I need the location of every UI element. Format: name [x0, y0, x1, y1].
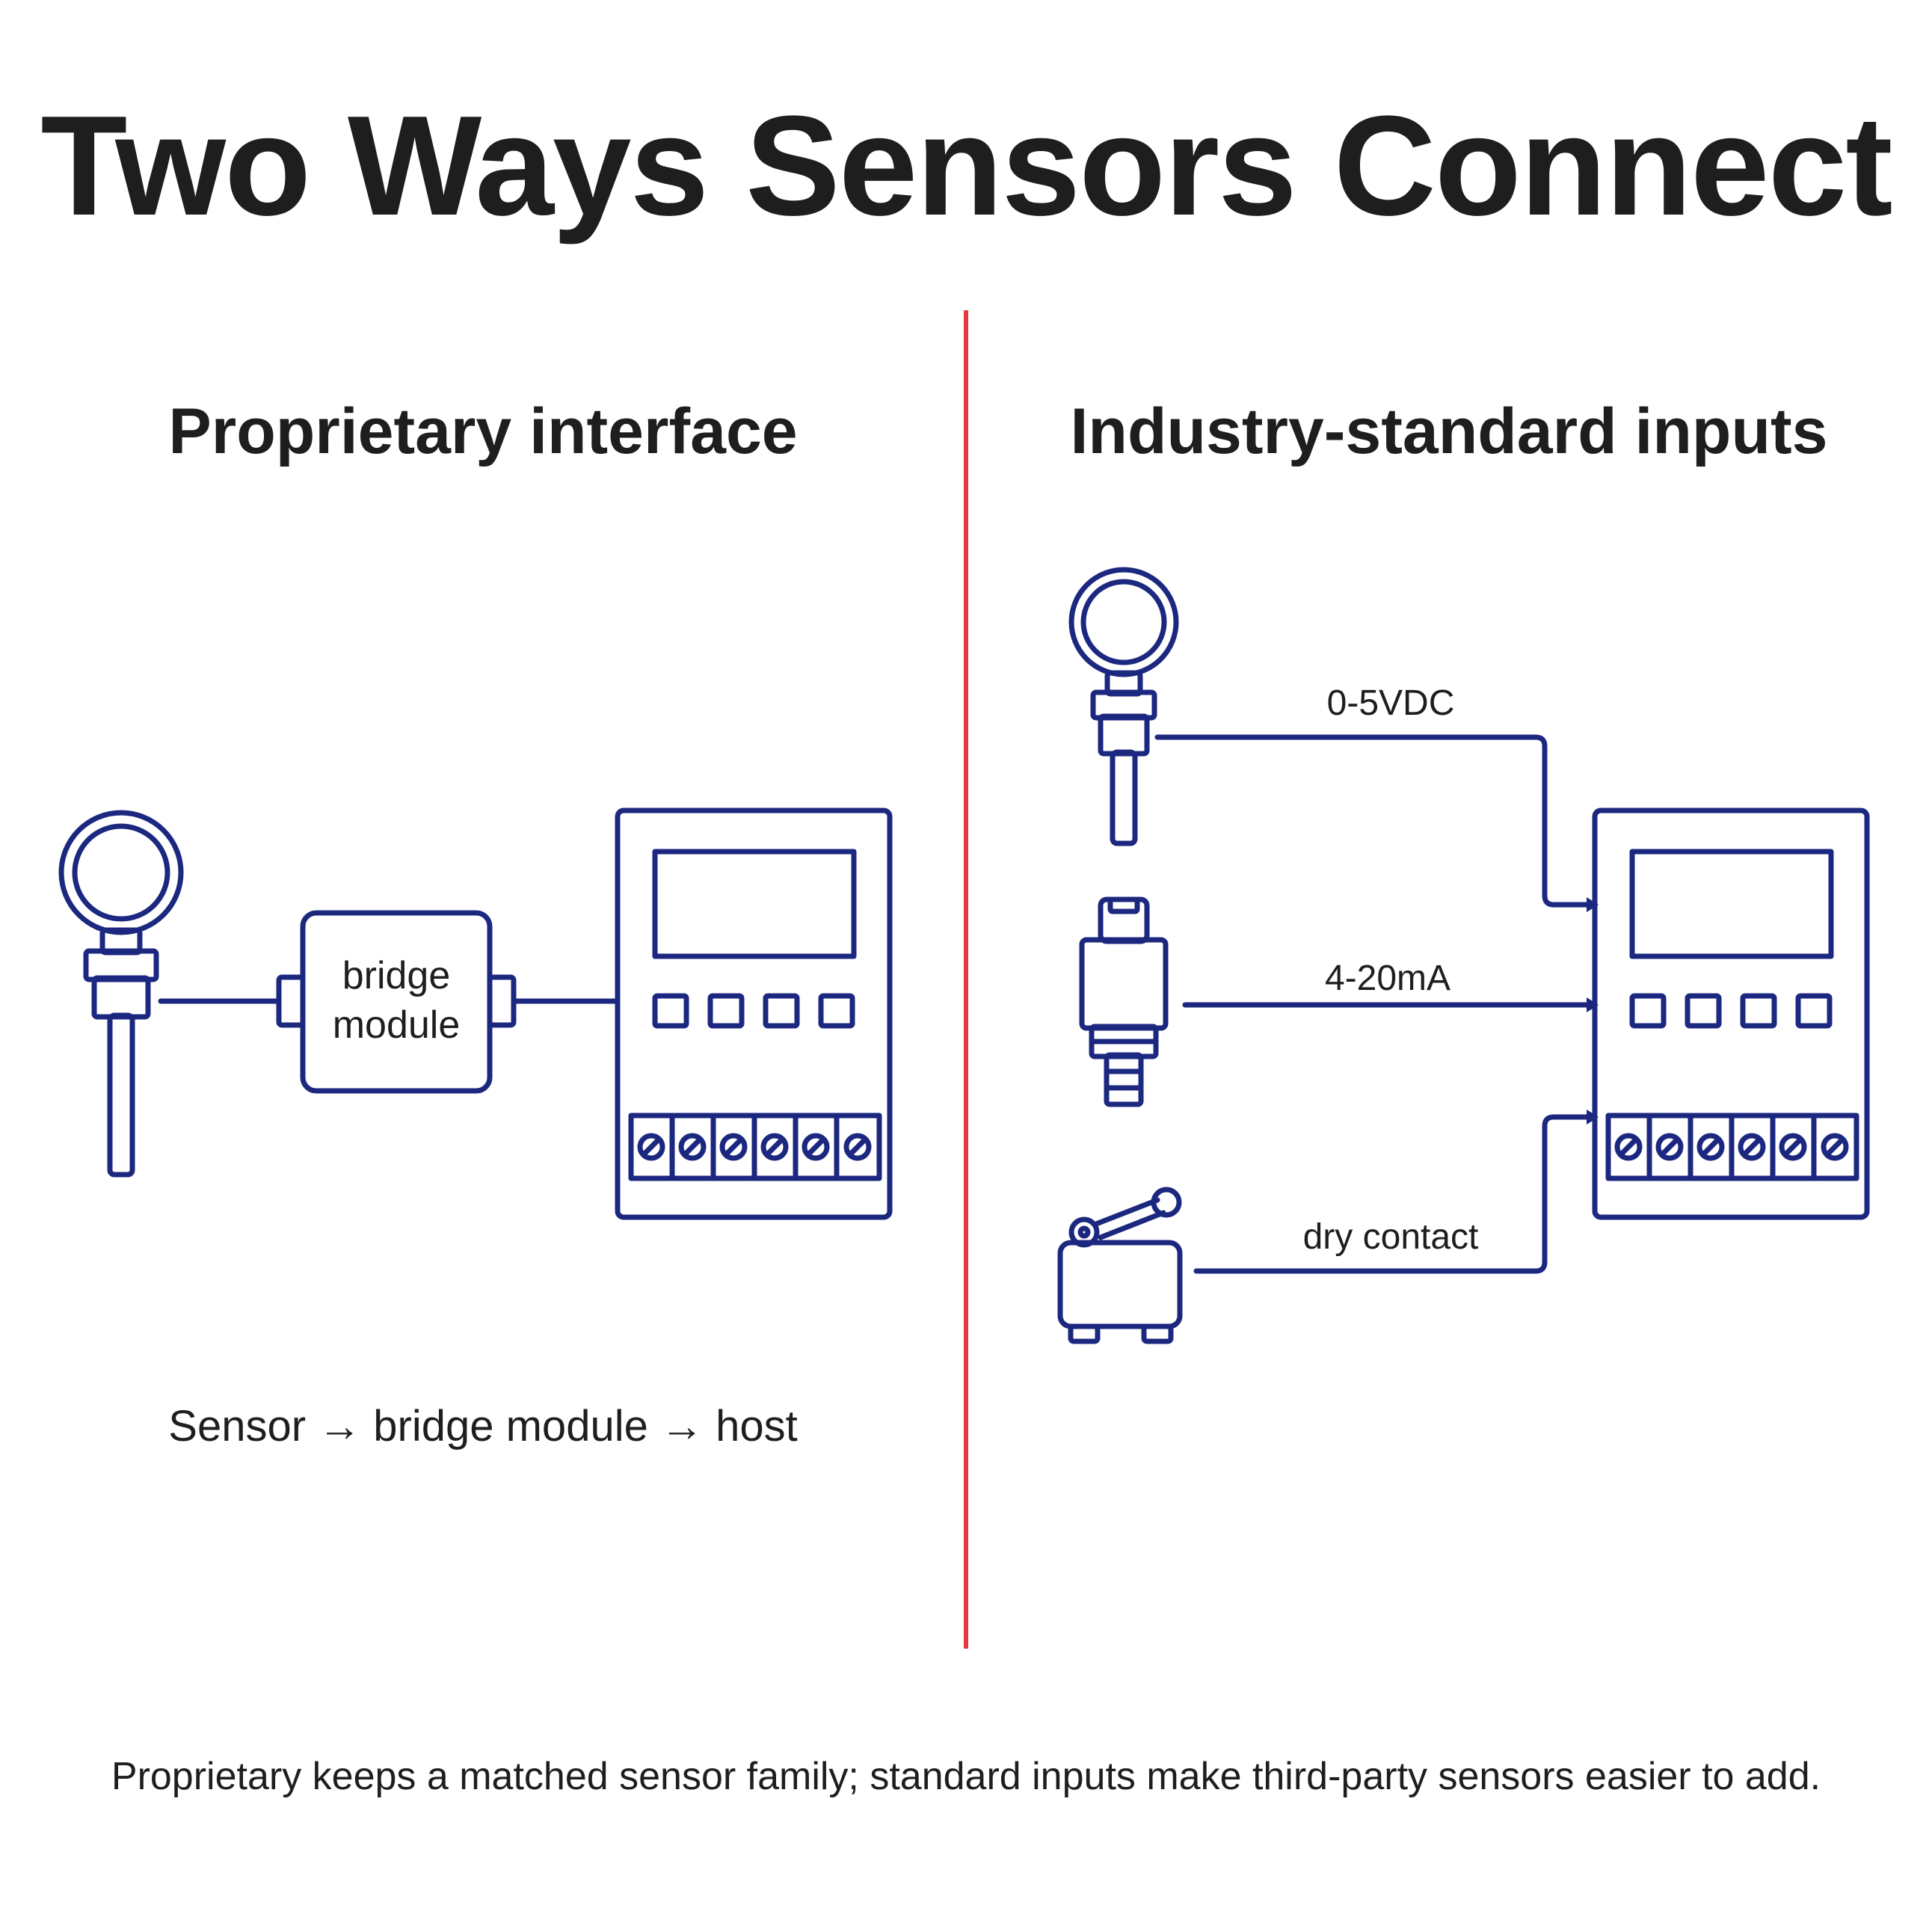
- proprietary-flow-caption: Sensor → bridge module → host: [168, 1402, 798, 1450]
- signal-label-0-5vdc: 0-5VDC: [1327, 683, 1455, 723]
- current-transducer-sensor-icon: [1079, 896, 1169, 1107]
- bridge-label-line1: bridge: [342, 954, 451, 997]
- signal-wire-4-20ma: [1182, 997, 1599, 1012]
- signal-wire-0-5vdc: [1154, 734, 1599, 912]
- proprietary-probe-sensor-icon: [58, 810, 184, 1178]
- left-host-controller-icon: [615, 807, 893, 1220]
- standard-heading: Industry-standard inputs: [1070, 396, 1828, 467]
- dry-contact-switch-icon: [1057, 1187, 1183, 1344]
- bridge-label-line2: module: [333, 1003, 461, 1047]
- signal-wire-dry-contact: [1193, 1110, 1599, 1274]
- proprietary-heading: Proprietary interface: [168, 396, 798, 467]
- signal-label-4-20ma: 4-20mA: [1325, 959, 1450, 998]
- signal-label-dry-contact: dry contact: [1303, 1217, 1479, 1257]
- footer-note: Proprietary keeps a matched sensor famil…: [111, 1755, 1821, 1798]
- right-host-controller-icon: [1592, 807, 1870, 1220]
- page-title: Two Ways Sensors Connect: [40, 87, 1892, 245]
- voltage-probe-sensor-icon: [1068, 567, 1179, 846]
- bridge-module: bridge module: [276, 910, 517, 1094]
